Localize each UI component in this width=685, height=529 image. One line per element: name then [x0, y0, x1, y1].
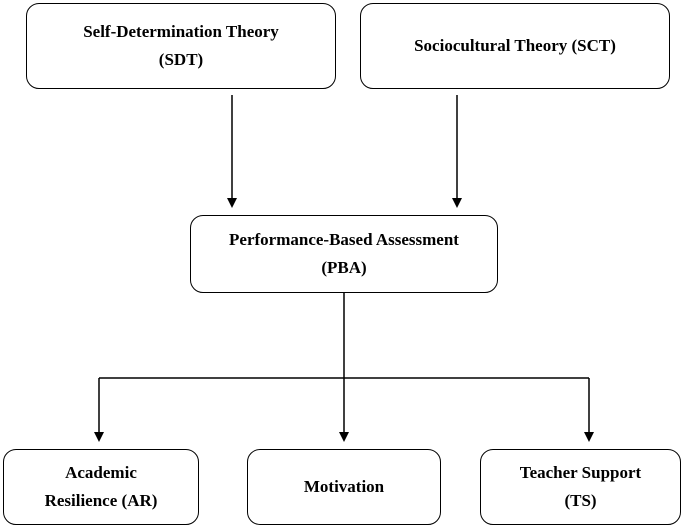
node-sct-line-1: Sociocultural Theory (SCT): [414, 36, 616, 55]
node-pba: Performance-Based Assessment (PBA): [190, 215, 498, 293]
node-ts-line-2: (TS): [564, 491, 597, 510]
node-ar: Academic Resilience (AR): [3, 449, 199, 525]
node-sdt-line-2: (SDT): [158, 50, 204, 69]
node-ar-line-2: Resilience (AR): [44, 491, 158, 510]
node-sct: Sociocultural Theory (SCT): [360, 3, 670, 89]
node-ar-line-1: Academic: [65, 463, 137, 482]
node-pba-line-1: Performance-Based Assessment: [229, 230, 459, 249]
node-motivation: Motivation: [247, 449, 441, 525]
node-ts: Teacher Support (TS): [480, 449, 681, 525]
node-motivation-line-1: Motivation: [303, 477, 385, 496]
node-pba-line-2: (PBA): [321, 258, 367, 277]
node-ts-line-1: Teacher Support: [519, 463, 642, 482]
node-sdt-line-1: Self-Determination Theory: [83, 22, 279, 41]
node-sdt: Self-Determination Theory (SDT): [26, 3, 336, 89]
